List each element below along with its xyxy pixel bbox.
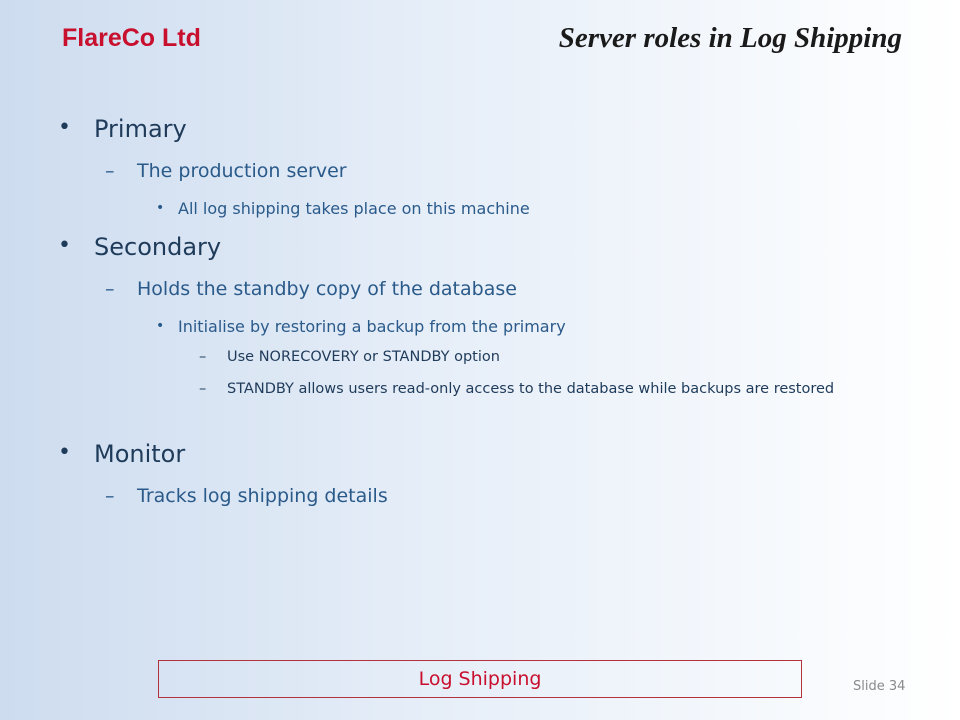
- detail-label: Initialise by restoring a backup from th…: [178, 317, 566, 336]
- sub-bullet-label: Holds the standby copy of the database: [137, 278, 517, 300]
- bullet-label: Secondary: [94, 233, 222, 261]
- sub-bullet-primary: – The production server: [105, 160, 347, 182]
- detail-label: All log shipping takes place on this mac…: [178, 199, 530, 218]
- footer-box: Log Shipping: [158, 660, 802, 698]
- bullet-monitor: • Monitor: [58, 440, 186, 468]
- detail-bullet-primary: • All log shipping takes place on this m…: [156, 199, 530, 218]
- dash-icon: –: [105, 160, 115, 182]
- sub-bullet-label: The production server: [137, 160, 347, 182]
- bullet-label: Primary: [94, 115, 187, 143]
- dash-icon: –: [105, 278, 115, 300]
- bullet-icon: •: [156, 200, 165, 216]
- sub-bullet-secondary: – Holds the standby copy of the database: [105, 278, 517, 300]
- bullet-label: Monitor: [94, 440, 186, 468]
- dash-icon: –: [199, 349, 207, 365]
- company-name: FlareCo Ltd: [62, 24, 201, 52]
- option-label: Use NORECOVERY or STANDBY option: [227, 349, 500, 365]
- slide-title: Server roles in Log Shipping: [558, 22, 902, 54]
- bullet-secondary: • Secondary: [58, 233, 222, 261]
- option-norecovery: – Use NORECOVERY or STANDBY option: [199, 349, 500, 365]
- option-standby: – STANDBY allows users read-only access …: [199, 376, 897, 403]
- detail-bullet-secondary: • Initialise by restoring a backup from …: [156, 317, 566, 336]
- slide-number: Slide 34: [853, 679, 906, 694]
- footer-label: Log Shipping: [418, 668, 542, 690]
- option-label: STANDBY allows users read-only access to…: [227, 381, 835, 397]
- sub-bullet-monitor: – Tracks log shipping details: [105, 485, 388, 507]
- dash-icon: –: [105, 485, 115, 507]
- bullet-icon: •: [156, 318, 165, 334]
- sub-bullet-label: Tracks log shipping details: [137, 485, 388, 507]
- bullet-primary: • Primary: [58, 115, 187, 143]
- bullet-icon: •: [58, 233, 71, 258]
- bullet-icon: •: [58, 115, 71, 140]
- bullet-icon: •: [58, 440, 71, 465]
- dash-icon: –: [199, 381, 207, 397]
